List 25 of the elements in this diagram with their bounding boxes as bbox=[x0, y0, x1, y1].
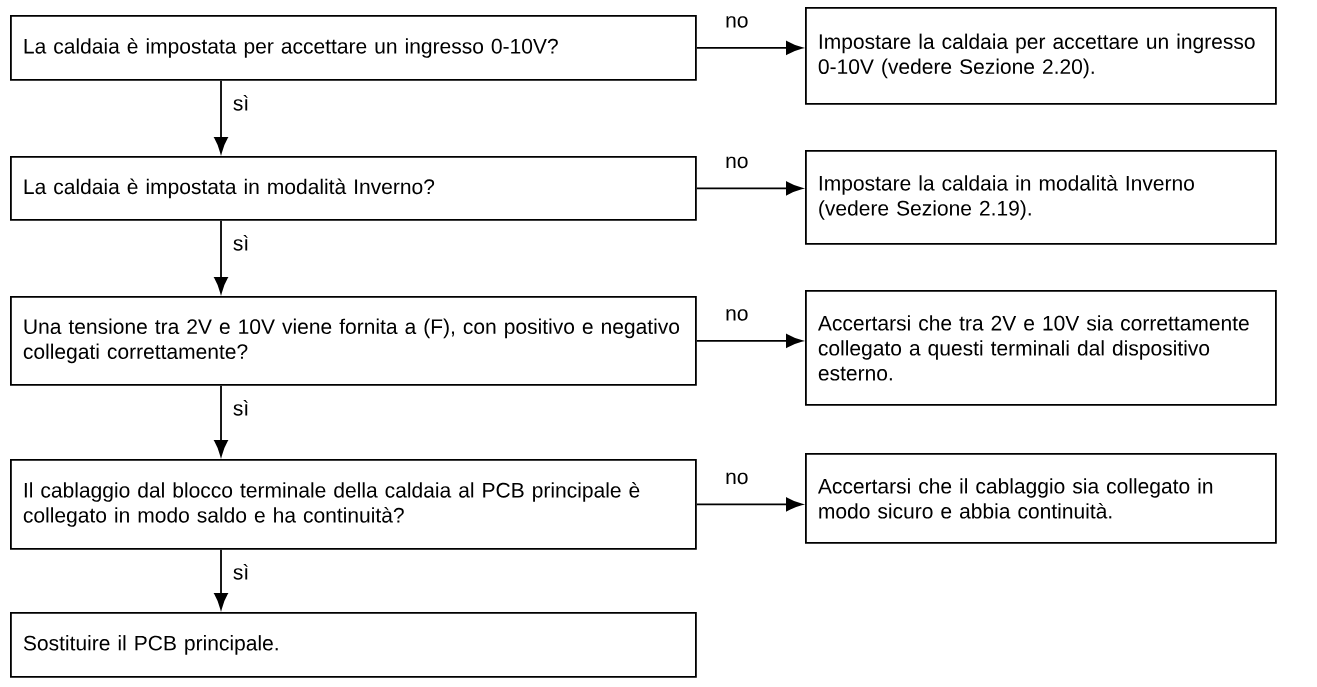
arrow bbox=[214, 548, 228, 610]
arrow bbox=[695, 497, 803, 512]
edge-label: sì bbox=[231, 233, 251, 252]
process-box: La caldaia è impostata in modalità Inverno? bbox=[10, 156, 697, 221]
process-box: Sostituire il PCB principale. bbox=[10, 612, 697, 678]
process-box: Impostare la caldaia in modalità Inverno (vedere Sezione 2.19). bbox=[805, 150, 1277, 245]
edge-label: no bbox=[724, 15, 750, 29]
edge-label: sì bbox=[231, 93, 251, 112]
process-box: Accertarsi che il cablaggio sia collegato in modo sicuro e abbia continuità. bbox=[805, 453, 1277, 544]
edge-label: sì bbox=[231, 398, 251, 417]
process-box: Impostare la caldaia per accettare un ingresso 0-10V (vedere Sezione 2.20). bbox=[805, 7, 1277, 105]
process-box: Accertarsi che tra 2V e 10V sia correttamente collegato a questi terminali dal dispositivo esterno. bbox=[805, 290, 1277, 406]
process-box: La caldaia è impostata per accettare un ingresso 0-10V? bbox=[10, 15, 697, 81]
edge-label: sì bbox=[231, 562, 251, 581]
arrow bbox=[214, 384, 228, 457]
arrow bbox=[695, 181, 803, 196]
arrow bbox=[214, 219, 228, 294]
edge-label: no bbox=[724, 155, 750, 170]
arrow bbox=[214, 79, 228, 154]
edge-label: no bbox=[724, 308, 750, 322]
arrow bbox=[695, 41, 803, 55]
arrow bbox=[695, 334, 803, 348]
edge-label: no bbox=[724, 471, 750, 486]
process-box: Il cablaggio dal blocco terminale della caldaia al PCB principale è collegato in modo saldo e ha continuità? bbox=[10, 459, 697, 550]
process-box: Una tensione tra 2V e 10V viene fornita a (F), con positivo e negativo collegati correttamente? bbox=[10, 296, 697, 386]
